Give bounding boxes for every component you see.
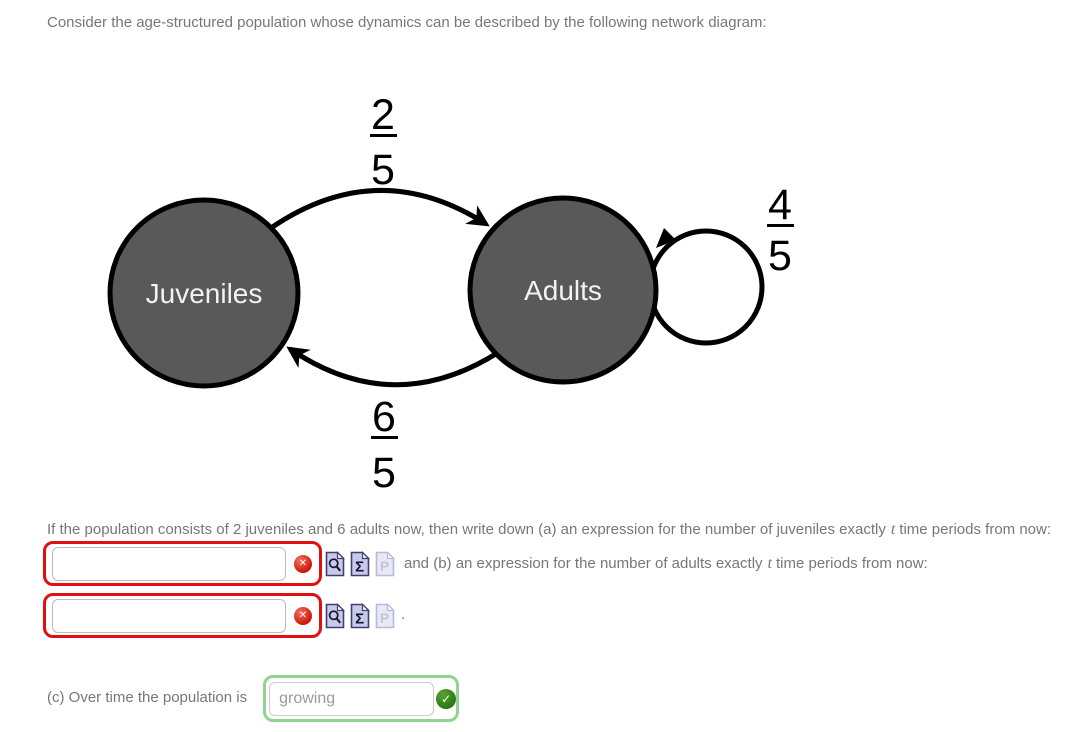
answer-b-helper-icons: Σ P <box>325 602 395 629</box>
answer-c-input[interactable] <box>269 681 435 716</box>
self-loop-arrowhead-icon <box>656 228 676 248</box>
question-a-text: If the population consists of 2 juvenile… <box>47 520 1067 540</box>
variable-t: t <box>890 521 896 538</box>
network-diagram: Juveniles Adults 2 5 6 5 4 5 <box>107 91 794 497</box>
edge-adults-to-juveniles <box>286 346 504 388</box>
incorrect-icon: ✕ <box>294 554 312 573</box>
juveniles-node <box>107 197 301 389</box>
fraction-denominator: 5 <box>372 449 396 497</box>
magnifier-icon <box>328 557 341 571</box>
rate-fraction-six-fifths: 6 5 <box>371 393 398 497</box>
answer-c-box: ✓ <box>263 675 460 722</box>
answer-a-box: ✕ <box>43 541 322 586</box>
rate-fraction-four-fifths: 4 5 <box>767 181 794 280</box>
answer-a-helper-icons: Σ P <box>325 550 395 577</box>
adults-self-loop-edge <box>647 228 765 346</box>
variable-t: t <box>767 554 772 572</box>
edge-juveniles-to-adults <box>269 188 490 231</box>
magnifier-icon <box>328 609 341 623</box>
sigma-icon: Σ <box>355 610 364 627</box>
question-b-intro: and (b) an expression for the number of … <box>404 554 763 572</box>
incorrect-icon: ✕ <box>294 606 312 625</box>
fraction-numerator: 4 <box>768 181 792 229</box>
answer-row-c: (c) Over time the population is ✓ <box>47 675 460 722</box>
equation-editor-button[interactable]: Σ <box>350 602 370 629</box>
equation-editor-button[interactable]: Σ <box>350 550 370 577</box>
fraction-numerator: 2 <box>371 91 395 139</box>
question-a-suffix: time periods from now: <box>899 521 1052 538</box>
fraction-denominator: 5 <box>371 146 395 194</box>
question-b-text: and (b) an expression for the number of … <box>404 554 928 574</box>
sentence-period: . <box>401 606 406 624</box>
preview-answer-button[interactable] <box>325 602 345 629</box>
intro-text: Consider the age-structured population w… <box>47 14 767 31</box>
sigma-icon: Σ <box>355 558 364 575</box>
juveniles-node-label: Juveniles <box>146 278 263 309</box>
preview-answer-button[interactable] <box>325 550 345 577</box>
correct-icon: ✓ <box>436 688 457 709</box>
adults-node <box>467 195 659 385</box>
answer-b-box: ✕ <box>43 593 322 638</box>
adults-node-label: Adults <box>524 275 602 306</box>
past-answers-button-disabled: P <box>375 602 395 628</box>
past-answers-button-disabled: P <box>375 550 395 576</box>
fraction-denominator: 5 <box>768 232 792 280</box>
answer-b-input[interactable] <box>52 598 286 633</box>
rate-fraction-two-fifths: 2 5 <box>370 91 397 194</box>
past-answers-icon: P <box>380 558 389 574</box>
part-c-label: (c) Over time the population is <box>47 689 248 707</box>
answer-row-a: ✕ Σ P and (b) an expression for the numb… <box>43 541 928 586</box>
question-b-suffix: time periods from now: <box>775 554 928 572</box>
question-a-intro: If the population consists of 2 juvenile… <box>47 521 886 538</box>
answer-row-b: ✕ Σ P . <box>43 593 405 638</box>
past-answers-icon: P <box>380 610 389 626</box>
answer-a-input[interactable] <box>52 546 286 581</box>
fraction-numerator: 6 <box>372 393 396 441</box>
